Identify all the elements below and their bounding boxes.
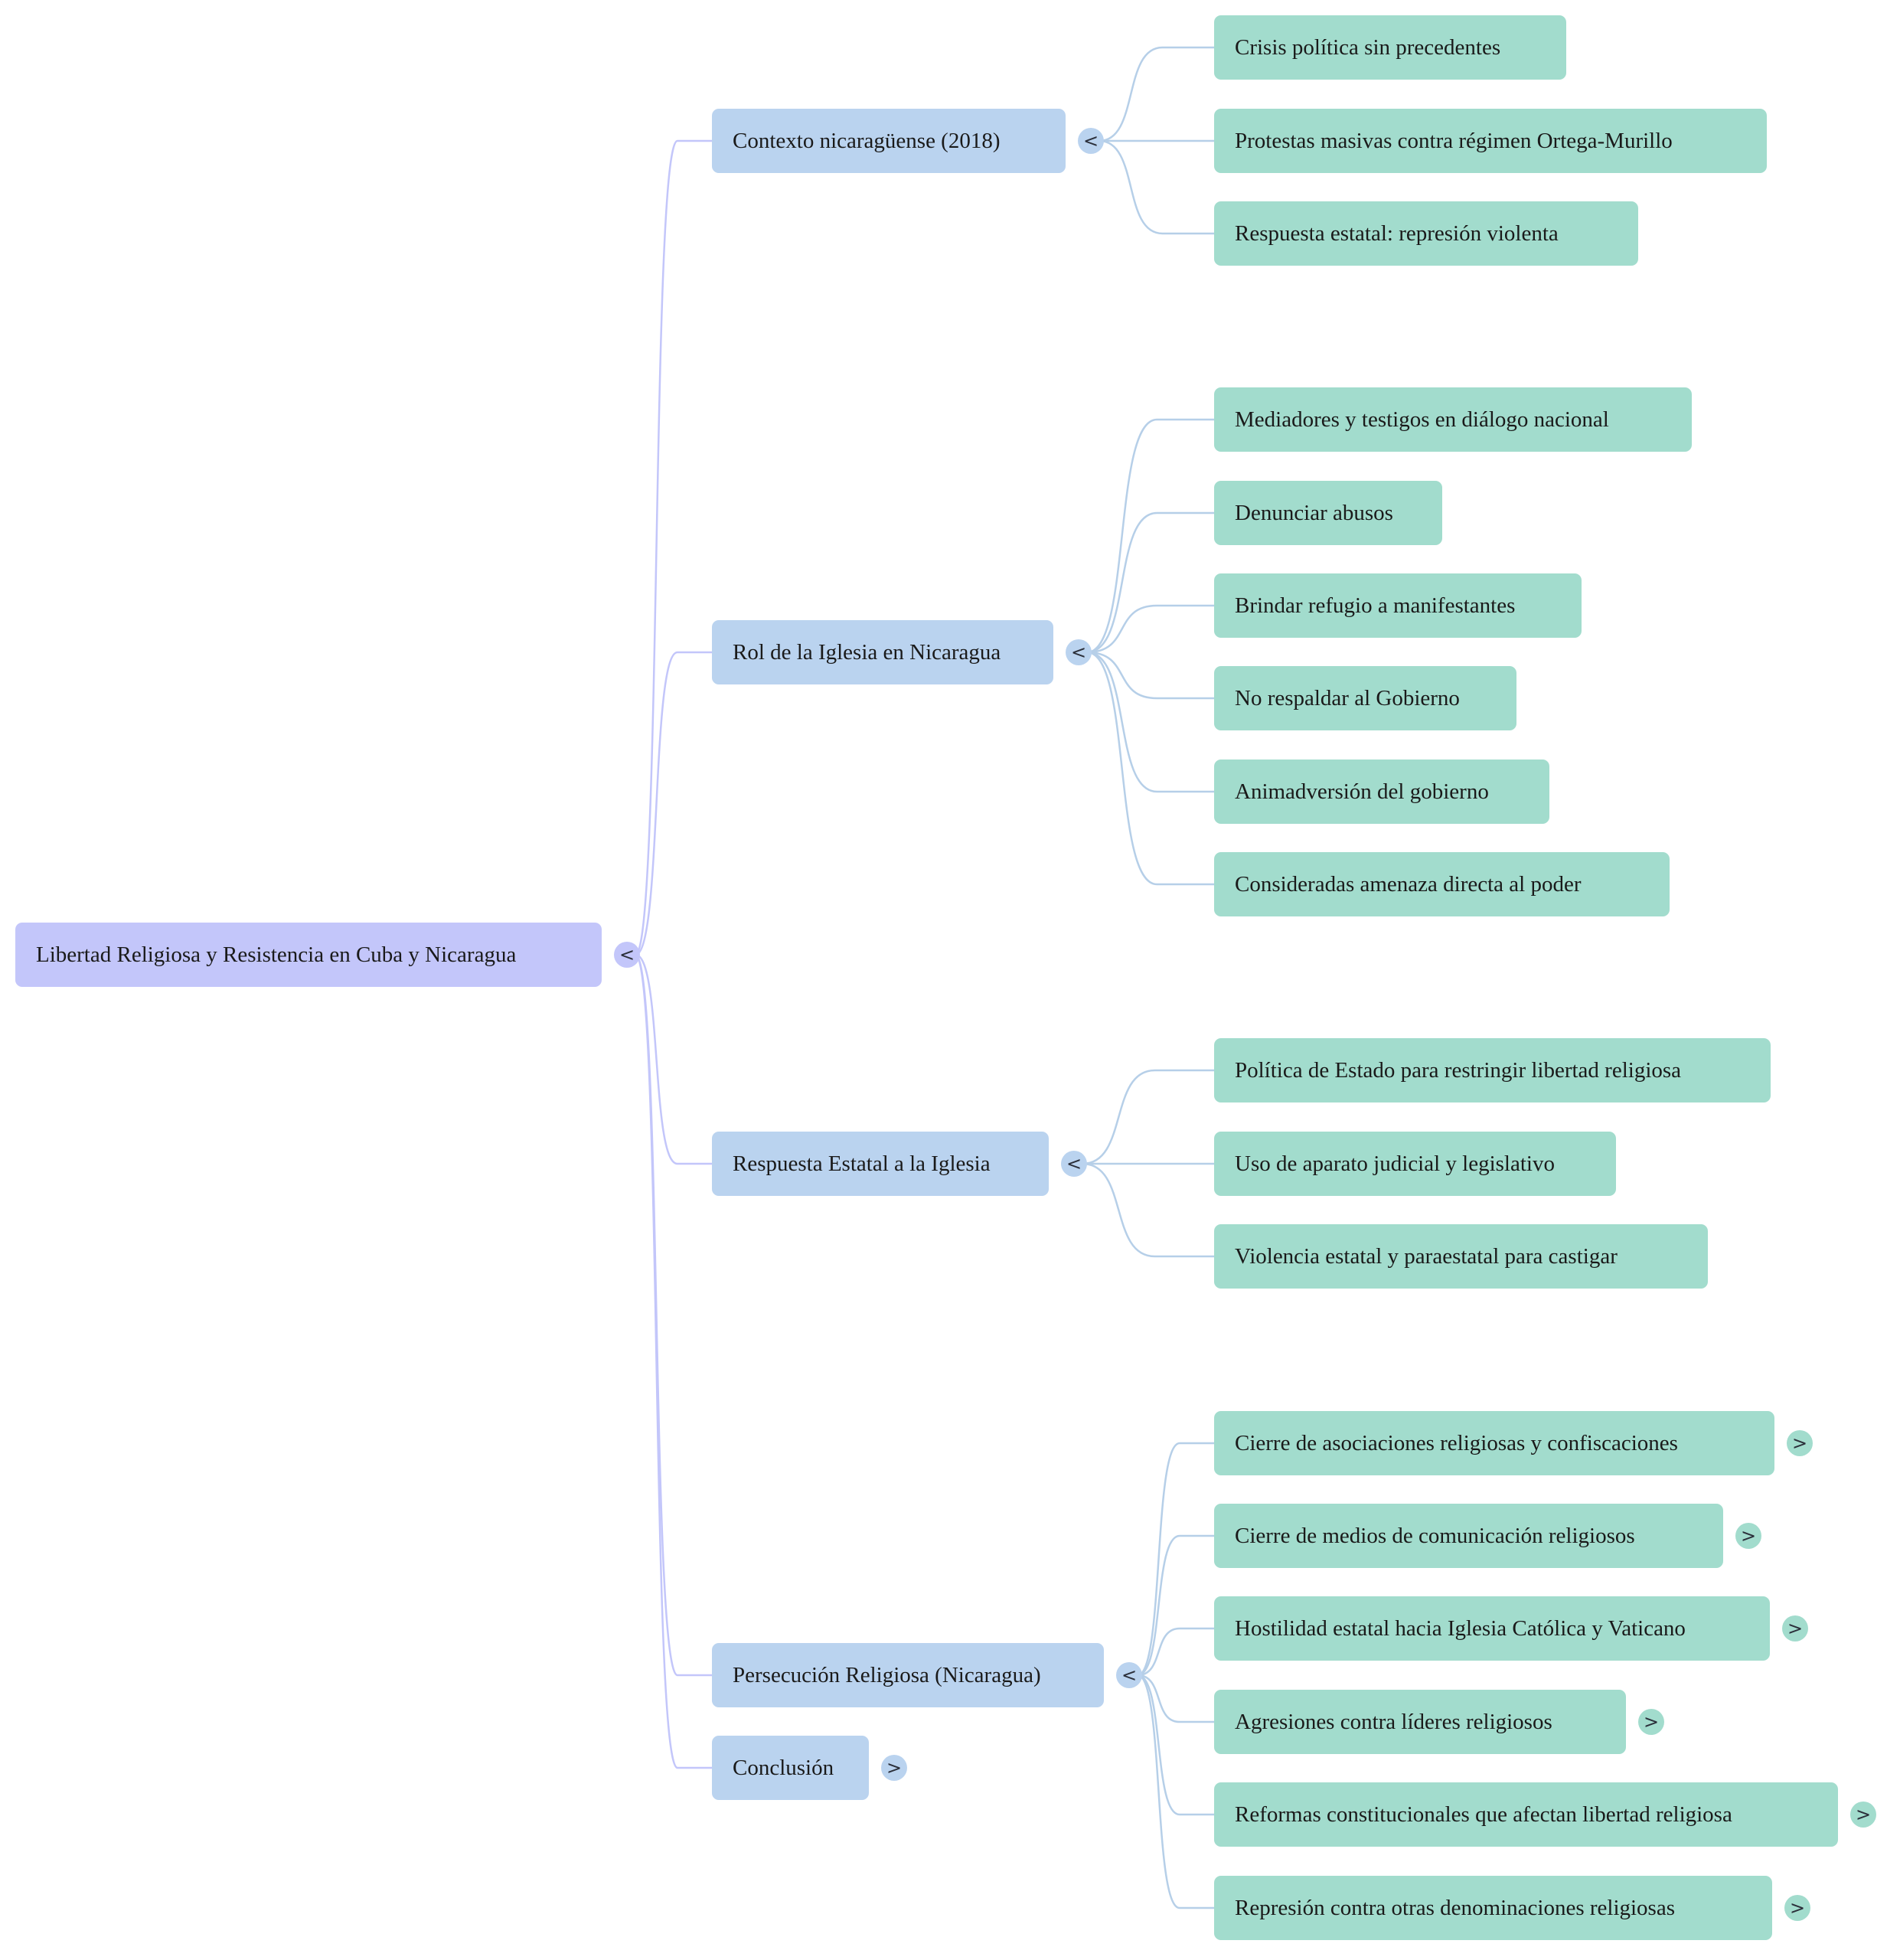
leaf-node-agresiones-contra-lideres-religiosos[interactable]: Agresiones contra líderes religiosos (1214, 1690, 1626, 1754)
leaf-node-brindar-refugio-a-manifestantes[interactable]: Brindar refugio a manifestantes (1214, 573, 1582, 638)
leaf-node-violencia-estatal-y-paraestatal-para-castigar[interactable]: Violencia estatal y paraestatal para cas… (1214, 1224, 1708, 1289)
leaf-node-respuesta-estatal-represion-violenta[interactable]: Respuesta estatal: represión violenta (1214, 201, 1638, 266)
link-no-respaldar-al-gobierno (1086, 651, 1214, 700)
link-root-respuesta-estatal-a-la-iglesia (635, 953, 712, 1165)
leaf-node-no-respaldar-al-gobierno[interactable]: No respaldar al Gobierno (1214, 666, 1516, 730)
leaf-node-reformas-constitucionales-que-afectan-libertad-religiosa[interactable]: Reformas constitucionales que afectan li… (1214, 1782, 1838, 1847)
link-root-contexto-nicaraguense-2018 (634, 139, 712, 956)
expand-toggle-icon[interactable]: > (1784, 1895, 1810, 1921)
link-represion-contra-otras-denominaciones-religiosas (1137, 1674, 1214, 1909)
leaf-node-mediadores-y-testigos-en-dialogo-nacional[interactable]: Mediadores y testigos en diálogo naciona… (1214, 387, 1692, 452)
link-animadversion-del-gobierno (1086, 651, 1214, 793)
expand-toggle-icon[interactable]: > (1782, 1615, 1808, 1642)
root-node[interactable]: Libertad Religiosa y Resistencia en Cuba… (15, 923, 602, 987)
leaf-node-cierre-de-medios-de-comunicacion-religiosos[interactable]: Cierre de medios de comunicación religio… (1214, 1504, 1723, 1568)
link-crisis-politica-sin-precedentes (1099, 46, 1214, 142)
branch-node-respuesta-estatal-a-la-iglesia[interactable]: Respuesta Estatal a la Iglesia (712, 1132, 1049, 1196)
link-hostilidad-estatal-hacia-iglesia-catolica-y-vaticano (1137, 1627, 1214, 1677)
leaf-node-consideradas-amenaza-directa-al-poder[interactable]: Consideradas amenaza directa al poder (1214, 852, 1670, 916)
link-root-conclusion (634, 953, 712, 1769)
link-mediadores-y-testigos-en-dialogo-nacional (1086, 418, 1214, 654)
link-respuesta-estatal-represion-violenta (1099, 139, 1214, 235)
expand-toggle-icon[interactable]: > (1850, 1802, 1876, 1828)
link-politica-de-estado-para-restringir-libertad-religiosa (1082, 1069, 1214, 1165)
expand-toggle-icon[interactable]: > (1787, 1430, 1813, 1456)
branch-node-contexto-nicaraguense-2018[interactable]: Contexto nicaragüense (2018) (712, 109, 1066, 173)
leaf-node-represion-contra-otras-denominaciones-religiosas[interactable]: Represión contra otras denominaciones re… (1214, 1876, 1772, 1940)
leaf-node-hostilidad-estatal-hacia-iglesia-catolica-y-vaticano[interactable]: Hostilidad estatal hacia Iglesia Católic… (1214, 1596, 1770, 1661)
link-denunciar-abusos (1086, 511, 1214, 654)
link-cierre-de-asociaciones-religiosas-y-confiscaciones (1137, 1442, 1214, 1677)
branch-node-persecucion-religiosa-nicaragua[interactable]: Persecución Religiosa (Nicaragua) (712, 1643, 1104, 1707)
collapse-toggle-icon[interactable]: < (1078, 128, 1104, 154)
leaf-node-crisis-politica-sin-precedentes[interactable]: Crisis política sin precedentes (1214, 15, 1566, 80)
collapse-toggle-icon[interactable]: < (1061, 1151, 1087, 1177)
expand-toggle-icon[interactable]: > (1638, 1709, 1664, 1735)
branch-node-rol-de-la-iglesia-en-nicaragua[interactable]: Rol de la Iglesia en Nicaragua (712, 620, 1053, 684)
link-root-persecucion-religiosa-nicaragua (634, 953, 712, 1677)
leaf-node-politica-de-estado-para-restringir-libertad-religiosa[interactable]: Política de Estado para restringir liber… (1214, 1038, 1771, 1102)
link-root-rol-de-la-iglesia-en-nicaragua (635, 651, 712, 956)
link-consideradas-amenaza-directa-al-poder (1086, 651, 1214, 886)
leaf-node-denunciar-abusos[interactable]: Denunciar abusos (1214, 481, 1442, 545)
collapse-toggle-icon[interactable]: < (1066, 639, 1092, 665)
link-reformas-constitucionales-que-afectan-libertad-religiosa (1137, 1674, 1214, 1816)
collapse-toggle-icon[interactable]: < (614, 942, 640, 968)
collapse-toggle-icon[interactable]: < (1116, 1662, 1142, 1688)
expand-toggle-icon[interactable]: > (1735, 1523, 1761, 1549)
link-cierre-de-medios-de-comunicacion-religiosos (1137, 1534, 1214, 1677)
leaf-node-animadversion-del-gobierno[interactable]: Animadversión del gobierno (1214, 760, 1549, 824)
expand-toggle-icon[interactable]: > (881, 1755, 907, 1781)
branch-node-conclusion[interactable]: Conclusión (712, 1736, 869, 1800)
link-agresiones-contra-lideres-religiosos (1137, 1674, 1214, 1723)
leaf-node-protestas-masivas-contra-regimen-ortega-murillo[interactable]: Protestas masivas contra régimen Ortega-… (1214, 109, 1767, 173)
leaf-node-uso-de-aparato-judicial-y-legislativo[interactable]: Uso de aparato judicial y legislativo (1214, 1132, 1616, 1196)
leaf-node-cierre-de-asociaciones-religiosas-y-confiscaciones[interactable]: Cierre de asociaciones religiosas y conf… (1214, 1411, 1774, 1475)
link-brindar-refugio-a-manifestantes (1086, 604, 1214, 654)
link-violencia-estatal-y-paraestatal-para-castigar (1082, 1162, 1214, 1258)
